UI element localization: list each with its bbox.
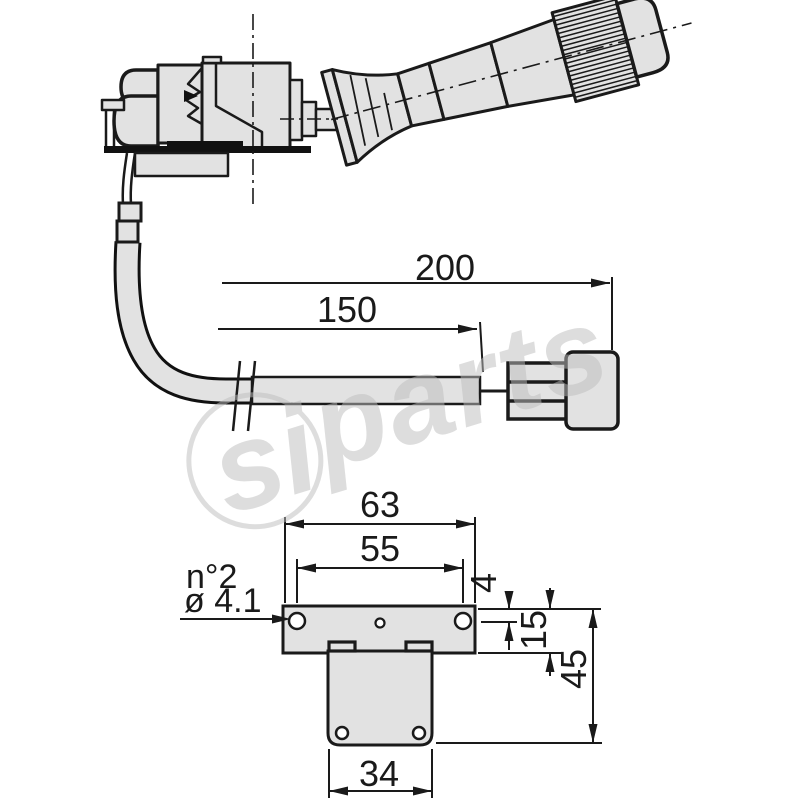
connector-housing bbox=[564, 350, 620, 431]
cable-straight-run bbox=[250, 375, 482, 406]
bracket-tab-right bbox=[404, 640, 434, 653]
dimensions bbox=[180, 277, 613, 798]
bracket-tab-left bbox=[327, 640, 357, 653]
mounting-bracket bbox=[281, 604, 477, 747]
stalk-centerline bbox=[330, 22, 692, 121]
dim-label-150: 150 bbox=[317, 289, 377, 330]
bracket-lip bbox=[100, 98, 126, 112]
cable-clamp-upper bbox=[117, 201, 143, 223]
bracket-lower-plate bbox=[326, 649, 434, 747]
control-stalk bbox=[320, 0, 692, 167]
stalk-tip-cap bbox=[615, 0, 670, 79]
dim-label-55: 55 bbox=[360, 528, 400, 569]
dim-label-45: 45 bbox=[553, 649, 594, 689]
lower-hole-left bbox=[334, 725, 350, 741]
mounting-hole-left bbox=[287, 611, 307, 631]
base-plate bbox=[104, 146, 311, 153]
detent-wedge bbox=[184, 90, 198, 102]
hole-diameter-label: ø 4.1 bbox=[184, 582, 261, 620]
cable-clamp-lower bbox=[115, 219, 140, 244]
switch-assembly bbox=[100, 14, 339, 208]
dim-label-34: 34 bbox=[359, 753, 399, 794]
dim-label-63: 63 bbox=[360, 484, 400, 525]
hole-count-label: n°2 bbox=[186, 558, 237, 596]
body-top-tab bbox=[201, 55, 223, 65]
dim-label-4: 4 bbox=[463, 573, 504, 593]
watermark-circle bbox=[186, 392, 324, 530]
lower-hole-right bbox=[411, 725, 427, 741]
body-base-bar bbox=[167, 141, 243, 149]
bracket-top-plate bbox=[281, 604, 477, 655]
dim-label-200: 200 bbox=[415, 247, 475, 288]
wiring-harness bbox=[113, 152, 620, 432]
switch-body-right bbox=[288, 78, 304, 142]
center-hole bbox=[374, 617, 386, 629]
connector-plug bbox=[506, 361, 570, 421]
lower-housing bbox=[133, 151, 230, 178]
dim-label-15: 15 bbox=[513, 610, 554, 650]
mounting-hole-right bbox=[453, 611, 473, 631]
